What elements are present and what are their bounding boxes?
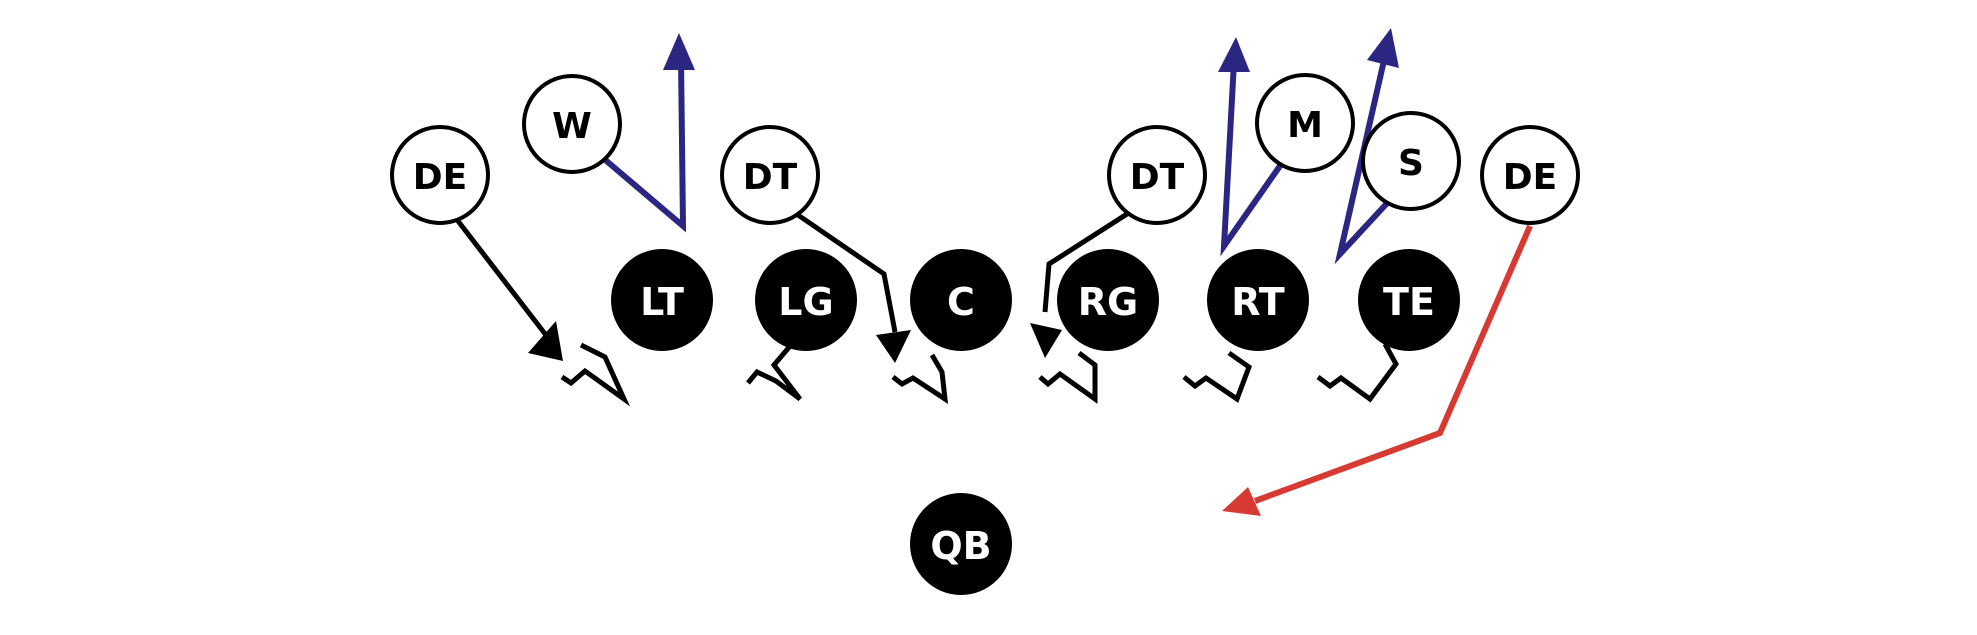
player-lt: LT bbox=[611, 249, 713, 351]
linebacker-arrowheads bbox=[663, 28, 1399, 72]
de-left-rush-line bbox=[456, 219, 551, 341]
linebacker-paths bbox=[601, 55, 1393, 265]
player-qb: QB bbox=[910, 493, 1012, 595]
player-de-left-label: DE bbox=[413, 157, 467, 198]
m-arrowhead bbox=[1218, 37, 1250, 72]
dt-left-arrowhead bbox=[876, 330, 911, 363]
offense-players: LT LG C RG RT TE QB bbox=[611, 249, 1460, 595]
player-w: W bbox=[522, 74, 622, 174]
player-dt-right: DT bbox=[1107, 125, 1207, 225]
s-drop-line bbox=[1334, 55, 1393, 265]
player-te-label: TE bbox=[1383, 280, 1435, 324]
de-right-arrowhead bbox=[1222, 487, 1261, 516]
block-step-c bbox=[891, 353, 949, 405]
player-rt: RT bbox=[1207, 249, 1309, 351]
player-rt-label: RT bbox=[1231, 280, 1285, 324]
player-de-right: DE bbox=[1480, 125, 1580, 225]
player-w-label: W bbox=[552, 106, 592, 147]
player-c: C bbox=[910, 249, 1012, 351]
player-s: S bbox=[1361, 111, 1461, 211]
player-rg-label: RG bbox=[1078, 280, 1138, 324]
black-arrowheads bbox=[528, 321, 1062, 363]
player-qb-label: QB bbox=[930, 524, 991, 568]
player-de-right-label: DE bbox=[1503, 157, 1557, 198]
player-lg: LG bbox=[755, 249, 857, 351]
player-rg: RG bbox=[1057, 249, 1159, 351]
dt-left-rush-line bbox=[796, 212, 898, 333]
s-arrowhead bbox=[1367, 28, 1399, 68]
block-step-lt bbox=[560, 342, 631, 407]
player-dt-right-label: DT bbox=[1130, 157, 1185, 198]
player-te: TE bbox=[1358, 249, 1460, 351]
player-lg-label: LG bbox=[778, 280, 833, 324]
player-dt-left-label: DT bbox=[743, 157, 798, 198]
block-step-rt bbox=[1182, 350, 1253, 403]
block-step-rg bbox=[1038, 351, 1098, 404]
player-de-left: DE bbox=[390, 125, 490, 225]
defense-players: DE W DT DT M S DE bbox=[390, 73, 1580, 225]
dt-right-rush-line bbox=[1042, 211, 1129, 313]
blocking-steps bbox=[560, 342, 1399, 407]
w-arrowhead bbox=[663, 33, 695, 70]
player-c-label: C bbox=[947, 280, 975, 324]
player-lt-label: LT bbox=[640, 280, 684, 324]
player-m-label: M bbox=[1287, 105, 1323, 146]
m-drop-line bbox=[1220, 61, 1285, 257]
player-m: M bbox=[1255, 73, 1355, 173]
block-step-lg bbox=[746, 343, 802, 401]
w-drop-line bbox=[601, 59, 687, 233]
rusher-path bbox=[1222, 224, 1533, 516]
player-dt-left: DT bbox=[720, 125, 820, 225]
block-step-te bbox=[1316, 342, 1399, 403]
de-left-arrowhead bbox=[528, 321, 563, 361]
dt-right-arrowhead bbox=[1030, 323, 1062, 358]
black-rush-paths bbox=[456, 211, 1129, 341]
player-s-label: S bbox=[1398, 143, 1424, 184]
de-right-rush-line bbox=[1253, 224, 1533, 504]
